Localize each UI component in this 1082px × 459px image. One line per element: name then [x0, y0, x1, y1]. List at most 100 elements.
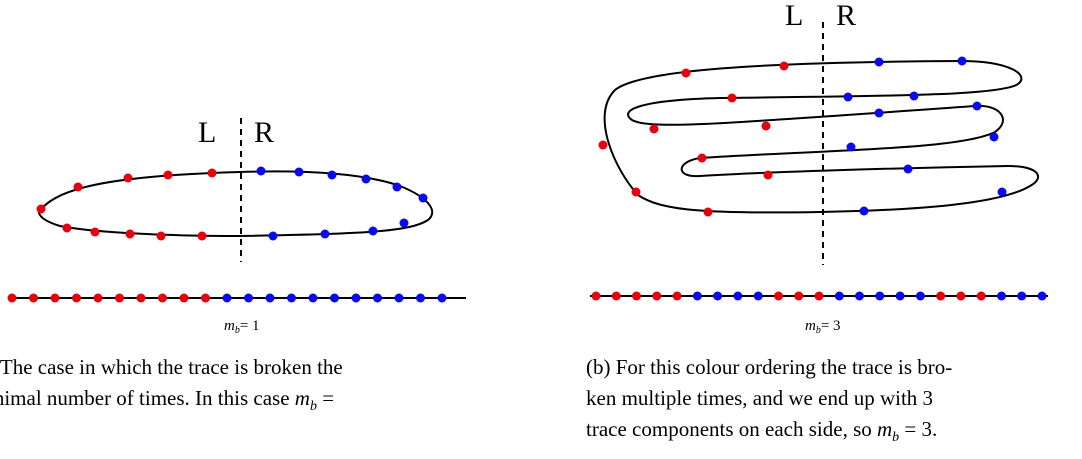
caption-b-line3: trace components on each side, so mb = 3…: [586, 417, 938, 446]
dot-blue: [294, 167, 304, 177]
strip-dot-red: [7, 293, 17, 303]
caption-b-line1: (b) For this colour ordering the trace i…: [586, 355, 953, 379]
dot-blue: [843, 92, 853, 102]
dot-red: [779, 61, 789, 71]
dot-red: [761, 121, 771, 131]
strip-dot-blue: [222, 293, 232, 303]
dot-red: [36, 204, 46, 214]
dot-red: [649, 124, 659, 134]
strip-dot-red: [774, 291, 783, 301]
strip-dot-blue: [733, 291, 743, 301]
strip-dot-red: [976, 291, 986, 301]
dot-blue: [989, 132, 999, 142]
dot-blue: [256, 166, 266, 176]
strip-dot-red: [632, 291, 641, 301]
strip-dots-b: [591, 291, 1047, 301]
mb-label-a: mb= 1: [224, 318, 260, 336]
strip-dot-blue: [692, 291, 702, 301]
right-label-a: R: [254, 116, 274, 149]
subfigure-a-diagram: L R mb= 1: [7, 116, 466, 336]
dot-blue: [846, 142, 856, 152]
strip-dot-blue: [1017, 291, 1027, 301]
dot-blue: [859, 206, 869, 216]
strip-dot-blue: [713, 291, 723, 301]
strip-dot-red: [652, 291, 662, 301]
strip-dot-red: [672, 291, 682, 301]
subfigure-b-diagram: L R mb= 3: [590, 0, 1048, 336]
dot-red: [163, 170, 173, 180]
dot-blue: [268, 231, 278, 241]
dot-red: [598, 140, 608, 150]
strip-dot-red: [50, 293, 60, 303]
strip-dot-blue: [997, 291, 1006, 301]
dot-blue: [997, 187, 1007, 197]
caption-b-line2: ken multiple times, and we end up with 3: [586, 386, 934, 410]
dot-blue: [361, 174, 371, 184]
strip-dot-blue: [244, 293, 253, 303]
strip-dot-red: [29, 293, 38, 303]
caption-a-math: mb: [294, 386, 317, 415]
strip-dot-red: [115, 293, 124, 303]
dot-blue: [874, 108, 884, 118]
strip-dot-red: [72, 293, 81, 303]
loop-dots-a: [36, 166, 428, 241]
caption-a: ) The case in which the trace is broken …: [0, 352, 508, 416]
strip-dot-blue: [895, 291, 905, 301]
strip-dot-blue: [394, 293, 404, 303]
dot-red: [207, 168, 217, 178]
dot-blue: [909, 91, 919, 101]
dot-red: [73, 182, 83, 192]
strip-dot-red: [611, 291, 621, 301]
strip-dot-blue: [437, 293, 447, 303]
dot-red: [197, 231, 207, 241]
strip-dot-red: [794, 291, 804, 301]
dot-red: [90, 227, 100, 237]
dot-blue: [327, 170, 337, 180]
dot-blue: [957, 56, 967, 66]
strip-dot-red: [814, 291, 824, 301]
trace-snake-b: [603, 59, 1040, 214]
dot-blue: [874, 57, 884, 67]
caption-a-tail: =: [316, 386, 335, 410]
dot-red: [631, 187, 641, 197]
strip-dot-red: [93, 293, 103, 303]
strip-dot-red: [201, 293, 210, 303]
dot-red: [62, 223, 72, 233]
dot-red: [703, 207, 713, 217]
strip-dot-blue: [875, 291, 885, 301]
dot-blue: [392, 182, 402, 192]
strip-dot-blue: [834, 291, 844, 301]
dot-blue: [972, 101, 982, 111]
strip-dot-blue: [416, 293, 425, 303]
strip-dot-blue: [330, 293, 339, 303]
caption-a-text: ) The case in which the trace is broken …: [0, 355, 343, 410]
caption-b: (b) For this colour ordering the trace i…: [586, 352, 1070, 453]
strip-dots-a: [7, 293, 447, 303]
dot-blue: [903, 164, 913, 174]
strip-dot-red: [136, 293, 146, 303]
strip-dot-red: [591, 291, 601, 301]
strip-dot-blue: [265, 293, 275, 303]
dot-blue: [368, 226, 378, 236]
dot-red: [156, 231, 166, 241]
strip-dot-blue: [1037, 291, 1047, 301]
strip-dot-blue: [287, 293, 296, 303]
dot-red: [727, 93, 737, 103]
right-label-b: R: [836, 0, 856, 32]
strip-dot-blue: [915, 291, 925, 301]
strip-dot-blue: [855, 291, 864, 301]
dot-red: [697, 153, 707, 163]
dot-red: [681, 68, 691, 78]
strip-dot-red: [936, 291, 946, 301]
loop-dots-b: [598, 56, 1007, 217]
dot-blue: [320, 229, 330, 239]
left-label-a: L: [198, 116, 216, 149]
left-label-b: L: [785, 0, 803, 32]
strip-dot-blue: [308, 293, 318, 303]
trace-loop-a: [38, 170, 434, 238]
mb-label-b: mb= 3: [805, 318, 841, 336]
dot-red: [123, 173, 133, 183]
dot-red: [763, 170, 773, 180]
strip-dot-blue: [373, 293, 382, 303]
